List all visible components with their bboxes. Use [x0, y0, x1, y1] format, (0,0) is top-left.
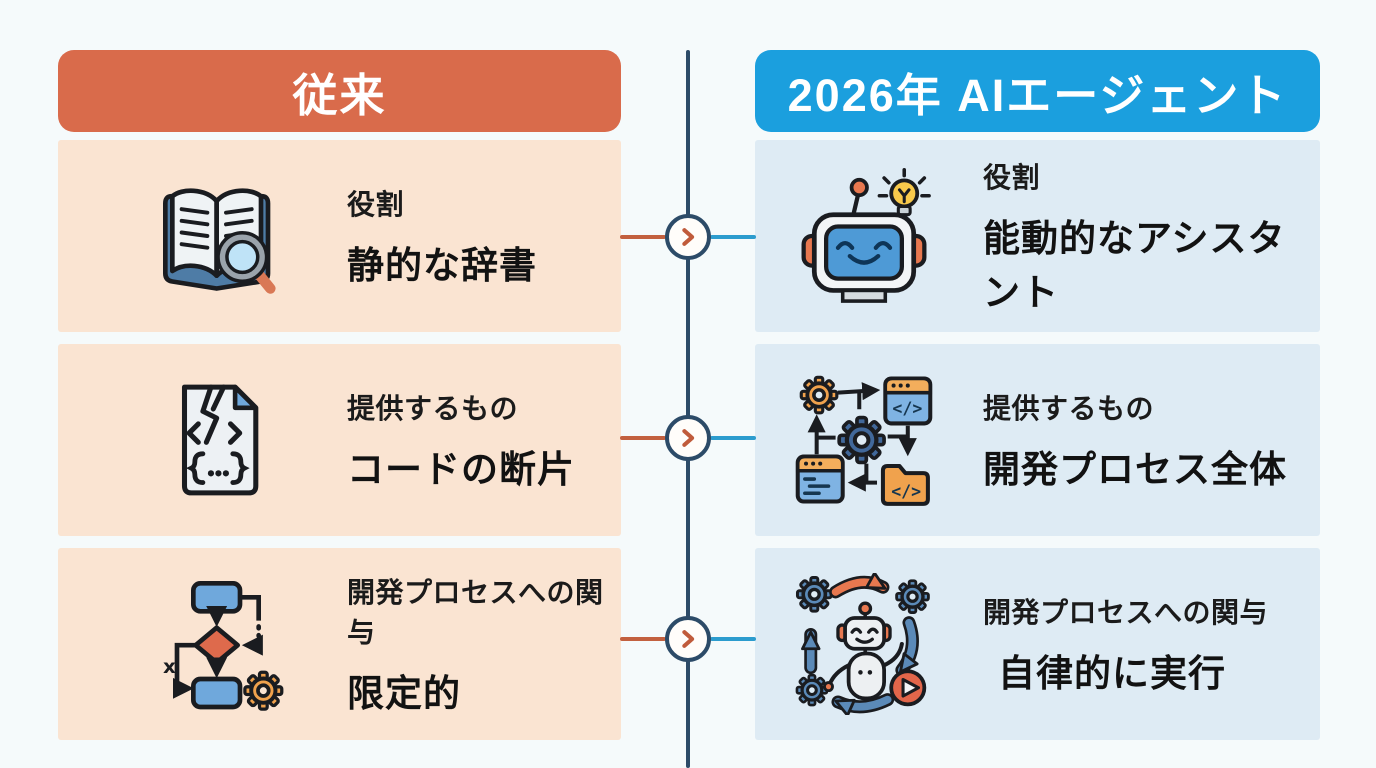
traditional-column: 従来	[58, 50, 621, 752]
ai-row-offering-text: 提供するもの 開発プロセス全体	[983, 387, 1320, 493]
broken-code-document-icon	[146, 364, 291, 516]
traditional-row-role-text: 役割 静的な辞書	[347, 183, 621, 289]
traditional-row-offering-value: コードの断片	[347, 449, 575, 490]
ai-row-offering: </> </> 提供するもの 開発プロセス全体	[755, 344, 1320, 536]
traditional-row-involvement-text: 開発プロセスへの関与 限定的	[347, 571, 621, 717]
svg-text:x: x	[163, 655, 176, 678]
ai-agent-header: 2026年 AIエージェント	[755, 50, 1320, 132]
connector-left-2	[620, 436, 666, 440]
traditional-row-offering: 提供するもの コードの断片	[58, 344, 621, 536]
traditional-row-offering-label: 提供するもの	[347, 393, 519, 424]
ai-agent-header-label: 2026年 AIエージェント	[787, 69, 1288, 121]
svg-text:</>: </>	[892, 399, 922, 418]
gears-workflow-icon: </> </>	[791, 364, 936, 516]
traditional-header-label: 従来	[292, 69, 387, 121]
chevron-right-icon	[677, 226, 699, 248]
robot-lightbulb-icon	[791, 160, 936, 312]
traditional-row-involvement: x 開発プロセスへの関与 限定的	[58, 548, 621, 740]
ai-row-role: 役割 能動的なアシスタント	[755, 140, 1320, 332]
ai-row-involvement-label: 開発プロセスへの関与	[983, 597, 1269, 628]
connector-right-1	[710, 235, 756, 239]
open-book-magnifier-icon	[146, 160, 291, 312]
ai-row-involvement-value: 自律的に実行	[998, 653, 1226, 694]
ai-row-role-text: 役割 能動的なアシスタント	[983, 156, 1320, 316]
timeline-node-3	[665, 616, 711, 662]
ai-row-involvement: 開発プロセスへの関与 自律的に実行	[755, 548, 1320, 740]
traditional-row-offering-text: 提供するもの コードの断片	[347, 387, 621, 493]
traditional-row-role-value: 静的な辞書	[347, 245, 537, 286]
ai-row-offering-label: 提供するもの	[983, 393, 1155, 424]
traditional-header: 従来	[58, 50, 621, 132]
connector-left-3	[620, 637, 666, 641]
timeline-node-1	[665, 214, 711, 260]
traditional-row-involvement-label: 開発プロセスへの関与	[347, 577, 604, 648]
ai-row-role-value: 能動的なアシスタント	[983, 218, 1286, 313]
timeline-node-2	[665, 415, 711, 461]
timeline-spine	[686, 50, 690, 768]
flowchart-gear-icon: x	[146, 568, 291, 720]
traditional-row-involvement-value: 限定的	[347, 673, 461, 714]
ai-agent-column: 2026年 AIエージェント	[755, 50, 1320, 752]
svg-text:</>: </>	[891, 482, 921, 501]
autonomous-robot-cycle-icon	[791, 568, 936, 720]
ai-row-offering-value: 開発プロセス全体	[983, 449, 1287, 490]
traditional-row-role-label: 役割	[347, 189, 405, 220]
connector-right-3	[710, 637, 756, 641]
connector-left-1	[620, 235, 666, 239]
connector-right-2	[710, 436, 756, 440]
ai-row-role-label: 役割	[983, 162, 1041, 193]
ai-row-involvement-text: 開発プロセスへの関与 自律的に実行	[983, 591, 1320, 697]
chevron-right-icon	[677, 427, 699, 449]
traditional-row-role: 役割 静的な辞書	[58, 140, 621, 332]
chevron-right-icon	[677, 628, 699, 650]
